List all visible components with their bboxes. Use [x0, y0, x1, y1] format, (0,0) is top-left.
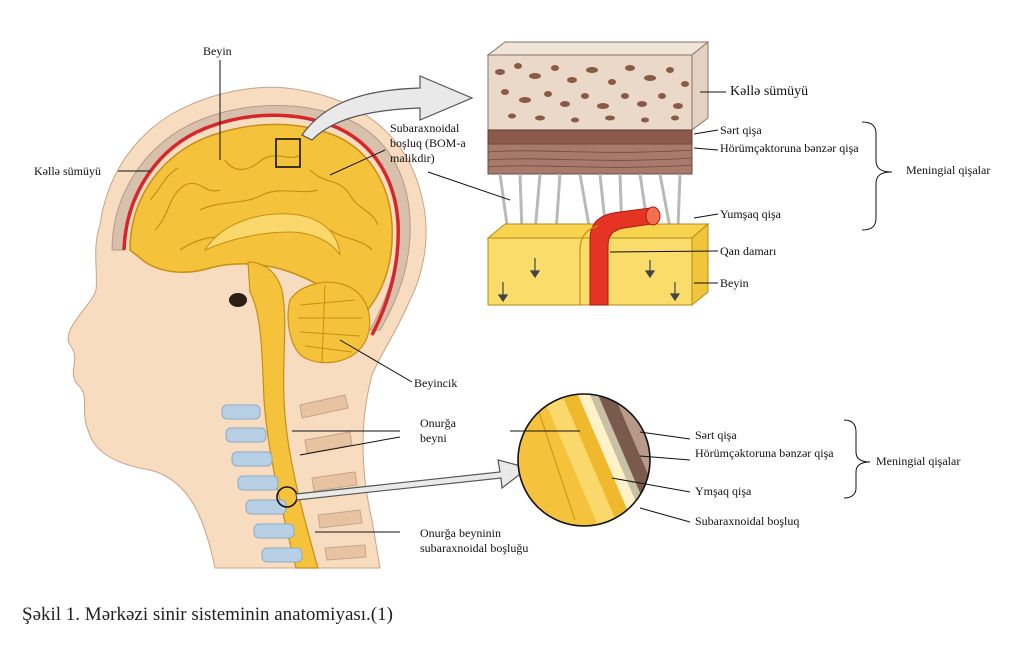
label-kelle-left: Kəllə sümüyü [34, 164, 101, 178]
brain-folds [149, 154, 379, 251]
label-sert-2: Sərt qişa [695, 428, 737, 442]
label-yumsaq-1: Yumşaq qişa [720, 207, 781, 221]
brace-top [861, 121, 893, 231]
label-meningial-2: Meningial qişalar [876, 454, 961, 468]
label-kelle-right: Kəllə sümüyü [730, 84, 809, 99]
block-skull-side [691, 40, 709, 131]
label-onurga-beyni: Onurğa beyni [420, 416, 456, 445]
vessel-pia [579, 225, 599, 305]
zoom-circle-outline [517, 393, 651, 527]
skull-pores [495, 63, 689, 123]
head-illustration [67, 86, 427, 569]
label-meningial-1: Meningial qişalar [906, 163, 991, 177]
label-ymsaq-2: Ymşaq qişa [695, 484, 752, 498]
label-beyin-right: Beyin [720, 276, 749, 290]
vertebrae [221, 404, 303, 563]
label-horumcek-2: Hörümçəktoruna bənzər qişa [695, 446, 834, 460]
leader-lines [118, 60, 726, 533]
cerebellum [287, 281, 371, 364]
zoom-arrow-top [301, 75, 474, 141]
figure-caption: Şəkil 1. Mərkəzi sinir sisteminin anatom… [22, 604, 393, 625]
zoom-marker-square [275, 138, 301, 168]
label-beyincik: Beyincik [414, 376, 458, 390]
zoom-arrow-bottom [295, 459, 530, 501]
spinal-zoom [517, 393, 651, 527]
label-sert-1: Sərt qişa [720, 123, 762, 137]
label-subarachnoid-2: Subaraxnoidal boşluq [695, 514, 800, 528]
arachnoid-lines [487, 149, 693, 168]
cross-section-block [486, 40, 710, 307]
label-qan-damari: Qan damarı [720, 244, 777, 258]
dura-line [122, 113, 401, 336]
pituitary [229, 293, 247, 307]
label-subarachnoid-top: Subaraxnoidal boşluq (BOM-a malikdir) [390, 121, 466, 165]
brain-arrows [497, 258, 681, 303]
cerebellum-folds [298, 284, 362, 363]
corpus-callosum [203, 213, 341, 256]
block-brain-side [691, 222, 709, 307]
block-dura [487, 129, 693, 145]
vessel-end [645, 206, 661, 226]
block-skull-top [486, 41, 710, 56]
label-beyin-top: Beyin [203, 44, 232, 58]
label-onurga-subarachnoid: Onurğa beyninin subaraxnoidal boşluğu [420, 526, 529, 555]
brace-bottom [843, 419, 871, 499]
spinous-processes [299, 394, 367, 561]
label-horumcek-1: Hörümçəktoruna bənzər qişa [720, 141, 859, 155]
spinal-cord [247, 261, 319, 569]
